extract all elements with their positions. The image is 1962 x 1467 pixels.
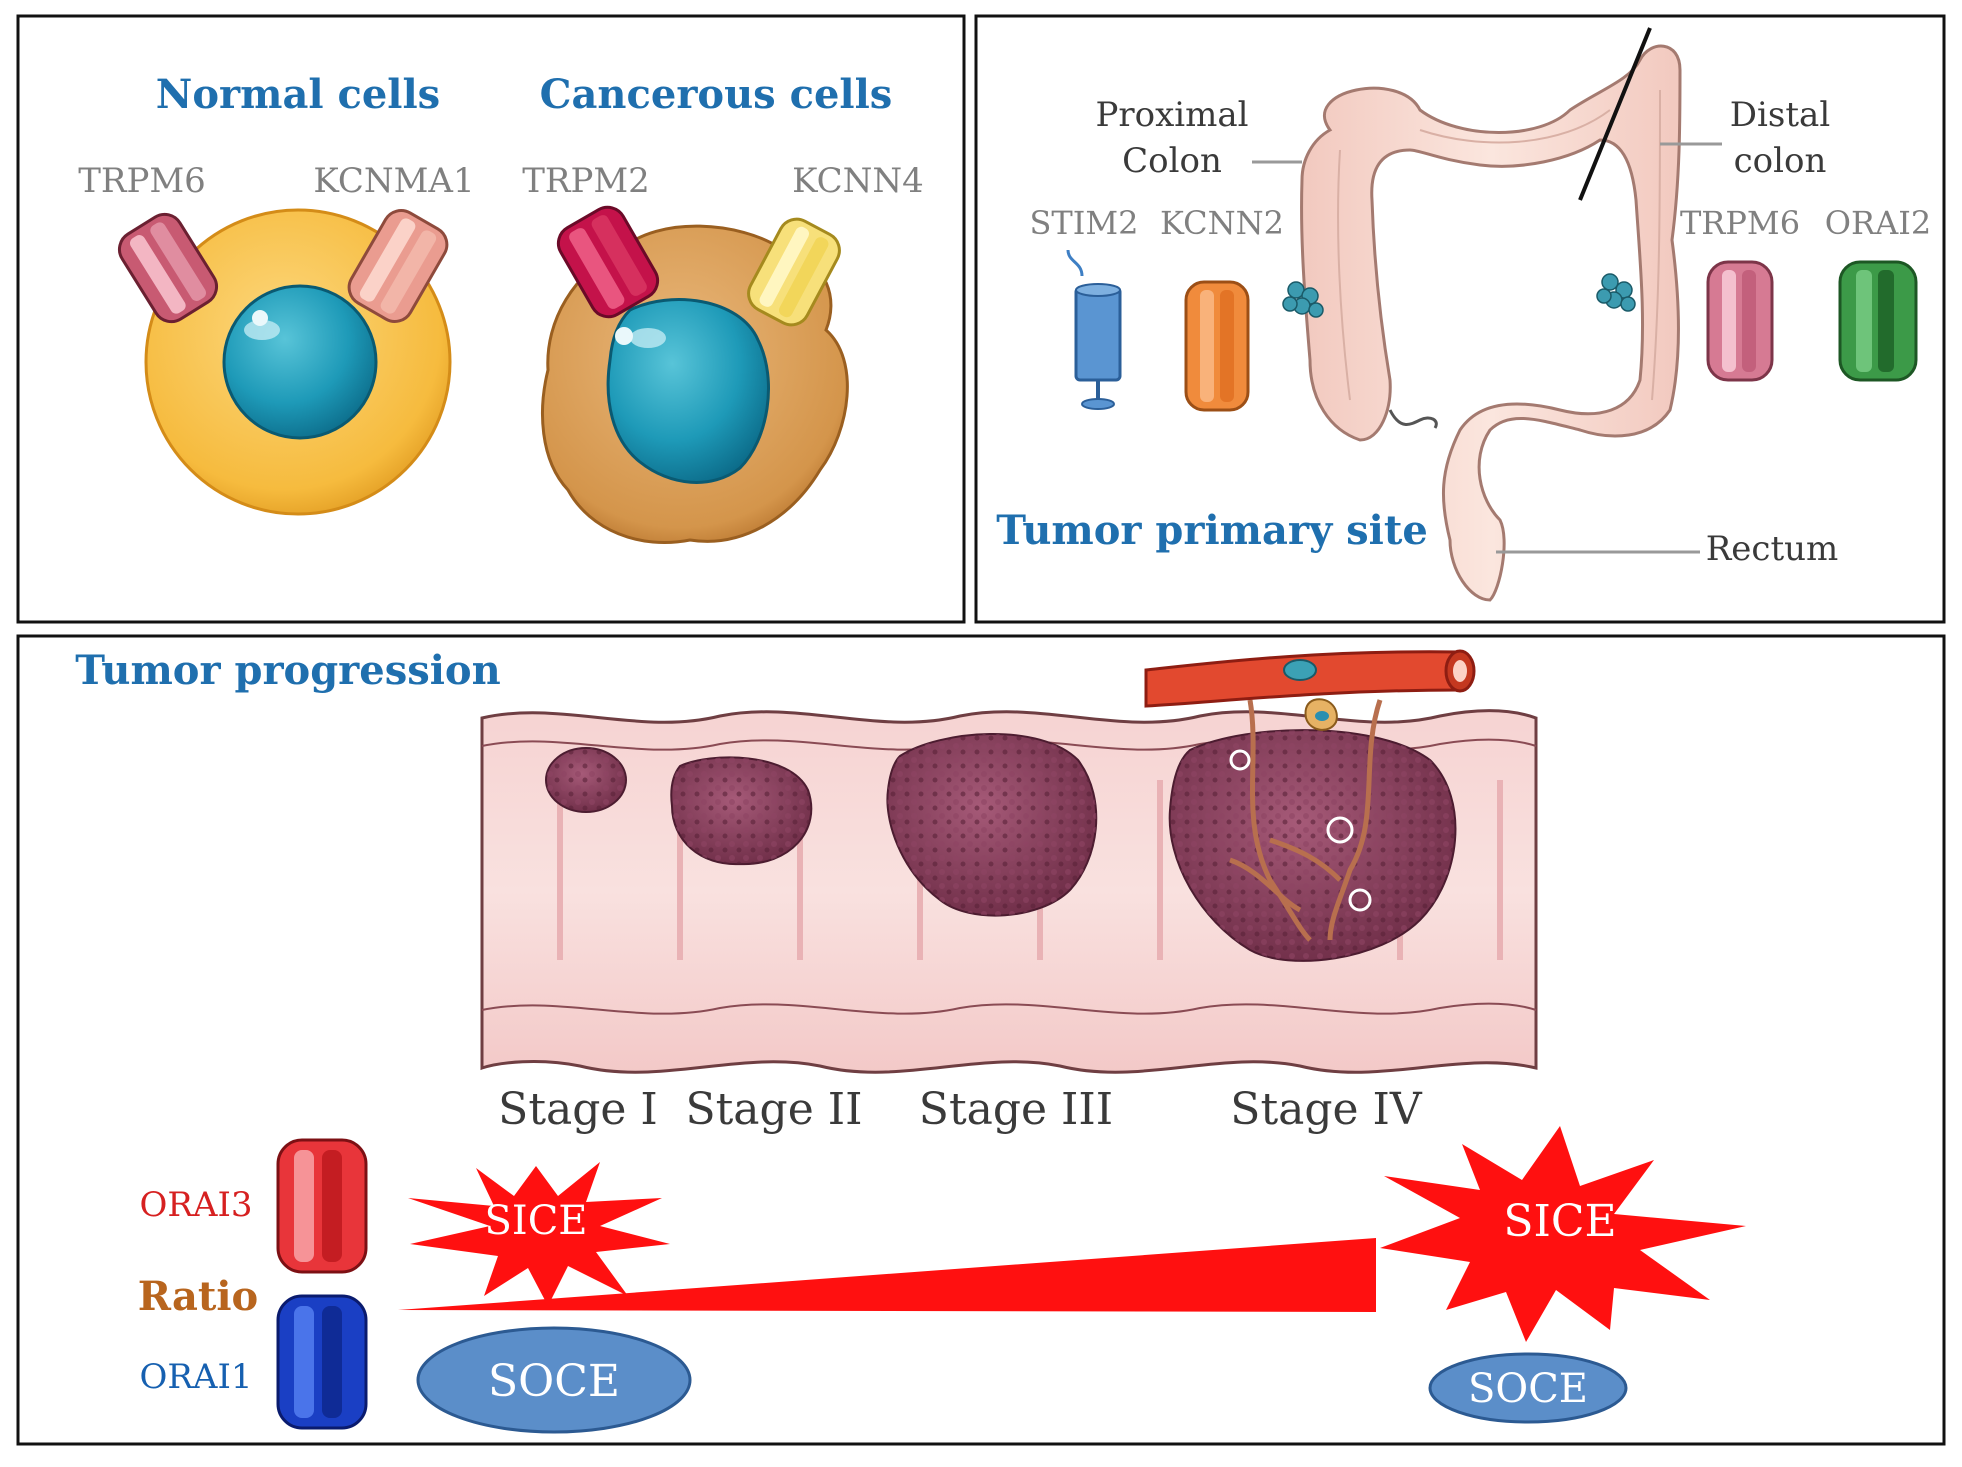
rectum-label: Rectum: [1706, 529, 1839, 569]
normal-cells-title: Normal cells: [156, 71, 440, 118]
tumor-stage-4: [1168, 699, 1457, 962]
distal-label-line1: Distal: [1730, 95, 1830, 135]
stage-2-label: Stage II: [685, 1084, 862, 1135]
trpm2-label: TRPM2: [522, 161, 650, 201]
distal-label-line2: colon: [1734, 141, 1827, 181]
trpm6-channel-icon: [117, 212, 219, 324]
stim2-icon: [1066, 249, 1122, 410]
sice-burst-right: [1380, 1126, 1746, 1342]
orai2-label: ORAI2: [1825, 204, 1931, 242]
tumor-stage-2: [670, 756, 813, 866]
orai1-channel-icon: [276, 1294, 368, 1430]
kcnma1-label: KCNMA1: [313, 161, 474, 201]
stage-3-label: Stage III: [919, 1084, 1113, 1135]
sice-label-left: SICE: [484, 1198, 587, 1244]
orai2-channel-icon: [1838, 260, 1918, 382]
trpm6-label-normal: TRPM6: [78, 161, 206, 201]
tumor-primary-site-title: Tumor primary site: [996, 507, 1428, 554]
kcnma1-channel-icon: [347, 209, 449, 323]
orai3-label: ORAI3: [139, 1185, 252, 1225]
trpm6-label-distal: TRPM6: [1680, 204, 1800, 242]
kcnn4-label: KCNN4: [792, 161, 924, 201]
proximal-label-line2: Colon: [1122, 141, 1222, 181]
kcnn2-channel-icon: [1184, 280, 1250, 412]
blood-vessel-illustration: [1144, 649, 1476, 731]
stage-4-label: Stage IV: [1230, 1084, 1423, 1135]
panel-progression-frame: [16, 634, 1946, 1446]
soce-ellipse-right: [1428, 1352, 1628, 1424]
kcnn4-channel-icon: [747, 217, 841, 327]
ratio-wedge: [398, 1238, 1376, 1312]
colon-illustration: [1282, 27, 1682, 602]
tumor-progression-title: Tumor progression: [75, 647, 500, 694]
tumor-stage-1: [545, 747, 627, 813]
soce-ellipse-left: [416, 1326, 692, 1434]
panel-colon-frame: [974, 14, 1946, 624]
ratio-label: Ratio: [138, 1273, 258, 1320]
sice-burst-left: [408, 1162, 670, 1306]
cancerous-cells-title: Cancerous cells: [540, 71, 893, 118]
panel-cells-frame: [16, 14, 966, 624]
proximal-label-line1: Proximal: [1095, 95, 1248, 135]
soce-label-right: SOCE: [1468, 1366, 1588, 1412]
stim2-label: STIM2: [1029, 204, 1138, 242]
kcnn2-label: KCNN2: [1160, 204, 1284, 242]
stage-1-label: Stage I: [498, 1084, 658, 1135]
sice-label-right: SICE: [1503, 1196, 1616, 1247]
trpm2-channel-icon: [556, 205, 660, 319]
tumor-stage-3: [886, 733, 1098, 917]
orai1-label: ORAI1: [139, 1357, 252, 1397]
trpm6-channel-icon-distal: [1706, 260, 1774, 382]
orai3-channel-icon: [276, 1138, 368, 1274]
soce-label-left: SOCE: [488, 1356, 620, 1407]
